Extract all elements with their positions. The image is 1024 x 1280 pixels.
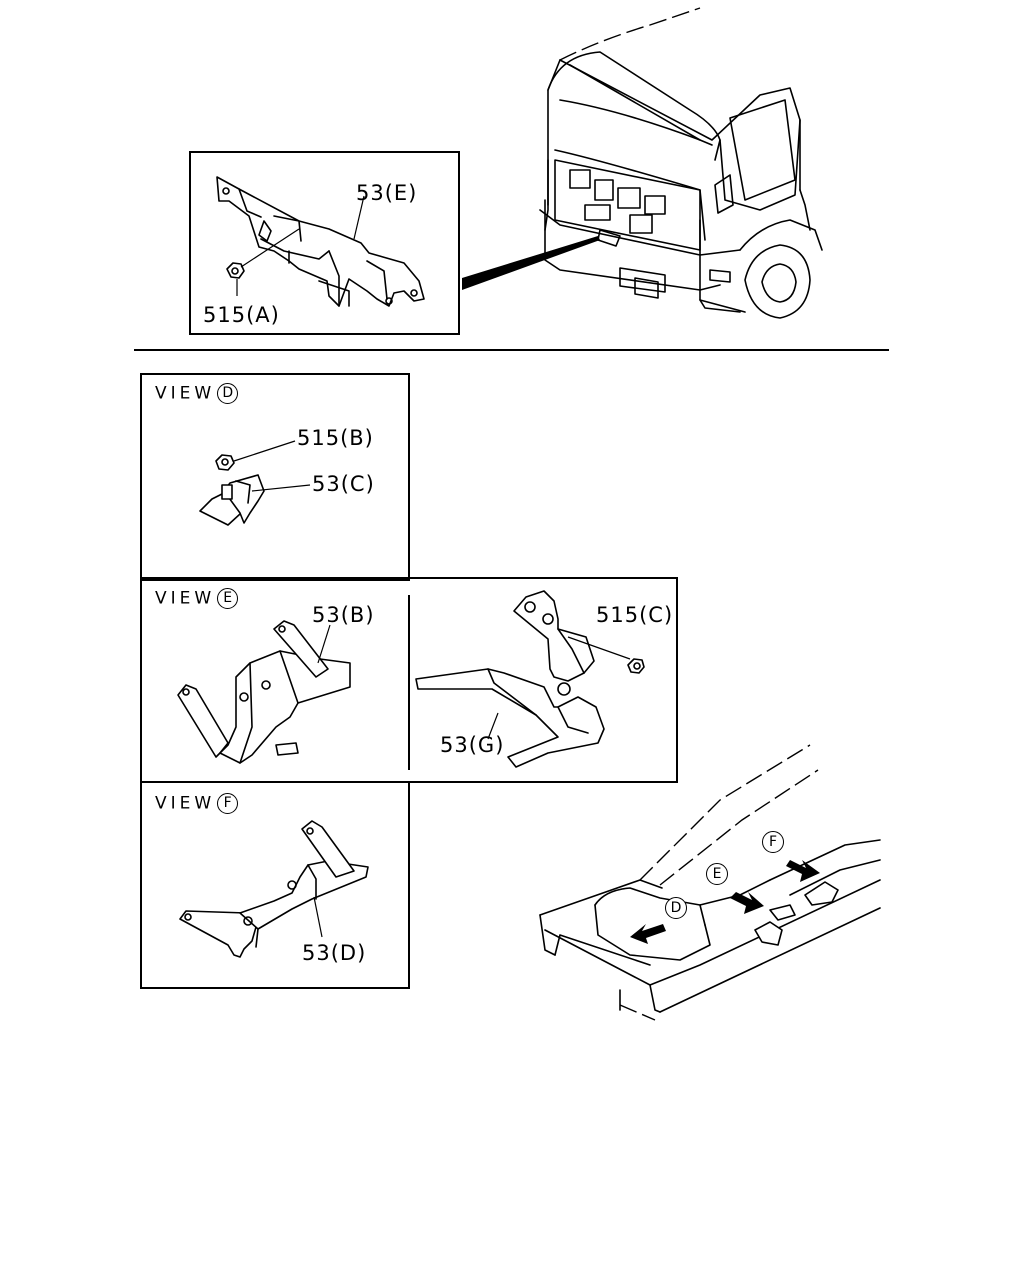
bracket-53g-drawing (415, 590, 645, 768)
bracket-53c-drawing (199, 440, 311, 526)
view-f-arrow (786, 860, 820, 882)
view-d-arrow (630, 924, 666, 944)
view-f-letter: F (217, 793, 239, 814)
bracket-53e-drawing (216, 176, 425, 307)
frame-marker-d: D (665, 897, 687, 919)
frame-marker-f: F (762, 831, 784, 853)
view-e-divider (408, 595, 410, 770)
view-f-prefix: VIEW (155, 793, 216, 814)
view-e-prefix: VIEW (155, 588, 216, 609)
view-d-letter: D (217, 383, 239, 404)
truck-cab-outline (539, 7, 823, 319)
callout-wedge (462, 236, 600, 290)
label-515a: 515(A) (203, 303, 280, 327)
label-53g: 53(G) (440, 733, 505, 757)
label-53c: 53(C) (312, 472, 375, 496)
view-d-prefix: VIEW (155, 383, 216, 404)
engine-bay-detail (554, 159, 701, 251)
detail-box-top (189, 151, 460, 335)
view-f-frame (140, 781, 410, 989)
bracket-53b-drawing (177, 620, 351, 764)
view-d-frame (140, 373, 410, 581)
label-53b: 53(B) (312, 603, 375, 627)
frame-marker-e: E (706, 863, 728, 885)
label-53e: 53(E) (356, 181, 418, 205)
view-e-letter: E (217, 588, 239, 609)
section-divider (134, 349, 889, 351)
label-515c: 515(C) (596, 603, 674, 627)
label-53d: 53(D) (302, 941, 367, 965)
label-515b: 515(B) (297, 426, 374, 450)
view-e-arrow (730, 892, 764, 914)
bracket-53d-drawing (179, 820, 369, 958)
